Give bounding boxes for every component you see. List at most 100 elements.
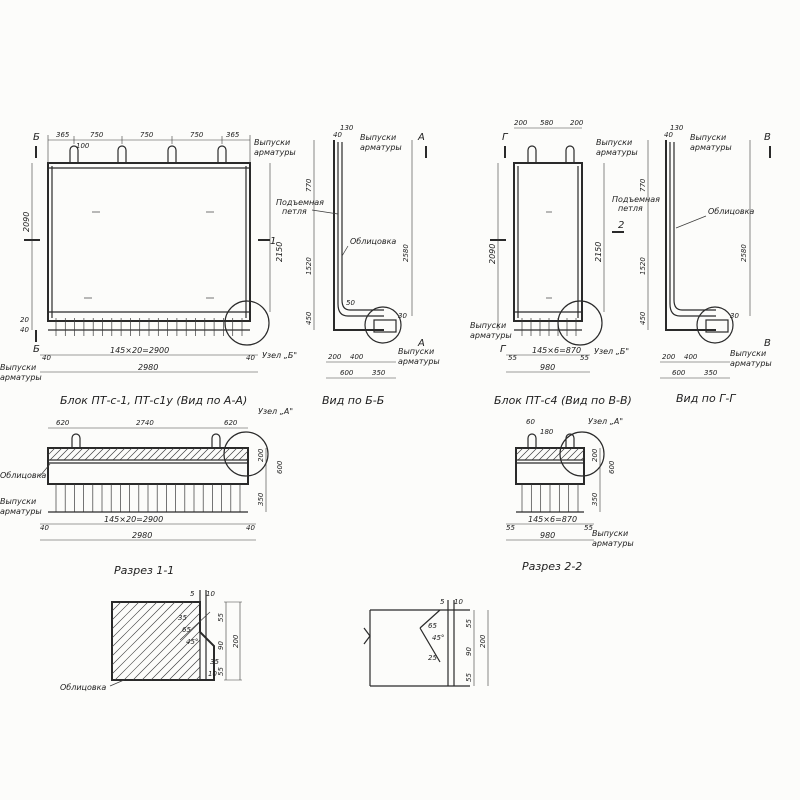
label-vypuski-bottom: Выпуски	[730, 349, 766, 358]
hatch-line	[573, 449, 585, 461]
small-block-elevation: 200 580 200 Г Г 2 2090 2150 55 145×6=870…	[470, 119, 638, 407]
plan-main: 620 2740 620 200 600 350 40 145×20=2900 …	[0, 407, 293, 577]
dim-400: 400	[684, 353, 698, 361]
dim-750: 750	[90, 131, 104, 139]
hatch-line	[119, 447, 133, 461]
hatch-line	[111, 601, 131, 621]
dim-350: 350	[591, 492, 599, 506]
lifting-loop-2	[211, 433, 221, 448]
leader-line	[109, 679, 125, 687]
section-mark-g-bottom: Г	[500, 344, 507, 355]
lifting-loop-1	[527, 433, 537, 448]
hatch-line	[182, 447, 196, 461]
dim-580: 580	[540, 119, 554, 127]
label-petlya: петля	[282, 207, 307, 216]
detail-section-22: 5 10 55 90 55 200 65 45° 25	[363, 598, 489, 687]
side-profile-inner	[337, 142, 384, 317]
hatch-line	[91, 447, 105, 461]
hatch-line	[111, 601, 167, 657]
hatch-line	[154, 447, 168, 461]
label-uzel-a: Узел „А"	[588, 417, 623, 426]
dim-600: 600	[340, 369, 354, 377]
leader-line	[311, 209, 339, 215]
label-podemnaya: Подъемная	[612, 195, 660, 204]
dim-65: 65	[428, 622, 437, 630]
hatch-line	[111, 601, 185, 675]
plan-main-hatched-band	[47, 447, 249, 461]
hatch-line	[559, 447, 573, 461]
dim-600: 600	[276, 460, 284, 474]
lifting-loop-3	[167, 145, 177, 163]
label-petlya: петля	[618, 204, 643, 213]
section-mark-1: 1	[270, 236, 276, 247]
label-armatury: арматуры	[690, 143, 732, 152]
label-armatury: арматуры	[360, 143, 402, 152]
dim-770: 770	[305, 178, 313, 192]
hatch-line	[238, 450, 249, 461]
dim-2090-left: 2090	[22, 212, 31, 232]
dim-pitch-main: 145×20=2900	[110, 346, 169, 355]
hatch-line	[203, 447, 217, 461]
hatch-line	[580, 456, 585, 461]
label-armatury-top: арматуры	[254, 148, 296, 157]
detail-circle	[696, 306, 734, 344]
label-armatury: арматуры	[0, 507, 42, 516]
dim-55-left: 55	[506, 524, 515, 532]
dim-10: 10	[206, 590, 215, 598]
dim-620-right: 620	[224, 419, 238, 427]
title-block-main: Блок ПТ-с-1, ПТ-с1у (Вид по А-А)	[60, 394, 247, 407]
leader-line	[39, 463, 51, 477]
rebar-outlets-comb	[521, 318, 577, 336]
dim-40-bottom: 40	[42, 354, 51, 362]
dim-200: 200	[591, 448, 599, 462]
label-vypuski: Выпуски	[0, 497, 36, 506]
side-profile-outer	[333, 140, 384, 331]
dim-750: 750	[190, 131, 204, 139]
dim-750: 750	[140, 131, 154, 139]
plan-small: 60 180 200 600 350 55 145×6=870 55 980 В…	[506, 417, 634, 573]
hatch-pattern	[47, 447, 249, 461]
hatch-line	[126, 447, 140, 461]
dim-2740: 2740	[136, 419, 154, 427]
dim-35-bottom: 35	[210, 658, 219, 666]
dim-55-right: 55	[580, 354, 589, 362]
cladding-line	[673, 142, 716, 311]
hatch-line	[84, 447, 98, 461]
hatch-line	[132, 612, 201, 681]
dim-450: 450	[305, 311, 313, 325]
dim-40-left: 40	[20, 326, 29, 334]
dim-60: 60	[526, 418, 535, 426]
title-view-bb: Вид по Б-Б	[322, 394, 384, 407]
title-section-11: Разрез 1-1	[114, 564, 174, 577]
dim-5: 5	[190, 590, 195, 598]
lifting-loop-2	[565, 433, 575, 448]
dim-980-plan: 980	[540, 531, 555, 540]
detail-b-circle	[557, 300, 603, 346]
dim-200-left: 200	[514, 119, 528, 127]
hatch-line	[63, 447, 77, 461]
dim-2090: 2090	[488, 244, 497, 264]
hatch-line	[545, 447, 559, 461]
label-oblicovka: Облицовка	[0, 471, 46, 480]
hatch-line	[111, 601, 149, 639]
dim-350: 350	[257, 492, 265, 506]
lifting-loop-1	[69, 145, 79, 163]
hatch-line	[566, 447, 580, 461]
dim-980: 980	[540, 363, 555, 372]
plan-small-hatched-band	[515, 447, 585, 461]
leader-line	[341, 245, 349, 257]
hatch-line	[70, 447, 84, 461]
view-gg-side: 770 1520 450 2580 40 130 30 200 400 600 …	[612, 124, 772, 405]
hatch-line	[196, 447, 210, 461]
hatch-line	[47, 447, 56, 456]
hatch-line	[150, 630, 201, 681]
detail-circle	[364, 306, 402, 344]
hatch-line	[112, 447, 126, 461]
dim-30: 30	[730, 312, 739, 320]
dim-2580: 2580	[740, 244, 748, 262]
dim-100: 100	[76, 142, 90, 150]
hatch-line	[123, 603, 201, 681]
title-block-small: Блок ПТ-с4 (Вид по В-В)	[494, 394, 632, 407]
hatch-line	[105, 447, 119, 461]
